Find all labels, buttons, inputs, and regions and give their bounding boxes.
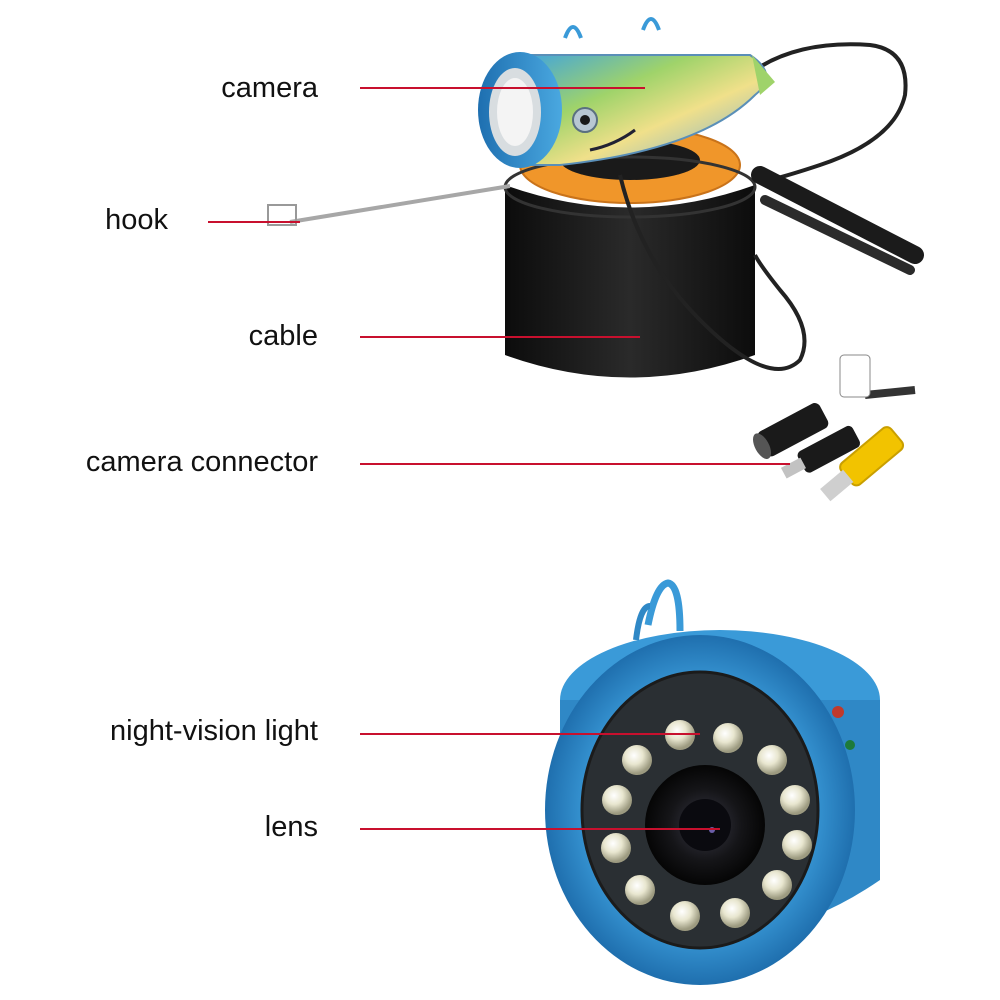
cable-bundle [751, 166, 924, 264]
label-night-vision-light: night-vision light [110, 715, 318, 747]
label-lens: lens [264, 811, 318, 843]
label-camera: camera [221, 72, 318, 104]
leader-lines [208, 87, 790, 830]
label-camera-connector: camera connector [85, 446, 318, 478]
camera-front-view [545, 579, 880, 985]
camera-connector [753, 354, 917, 502]
label-cable: cable [248, 320, 318, 352]
camera-body [478, 17, 775, 168]
hook [267, 184, 511, 226]
led-ring [601, 720, 812, 931]
cable-lead [753, 42, 908, 182]
label-hook: hook [105, 204, 168, 236]
cable-loop [618, 174, 807, 371]
